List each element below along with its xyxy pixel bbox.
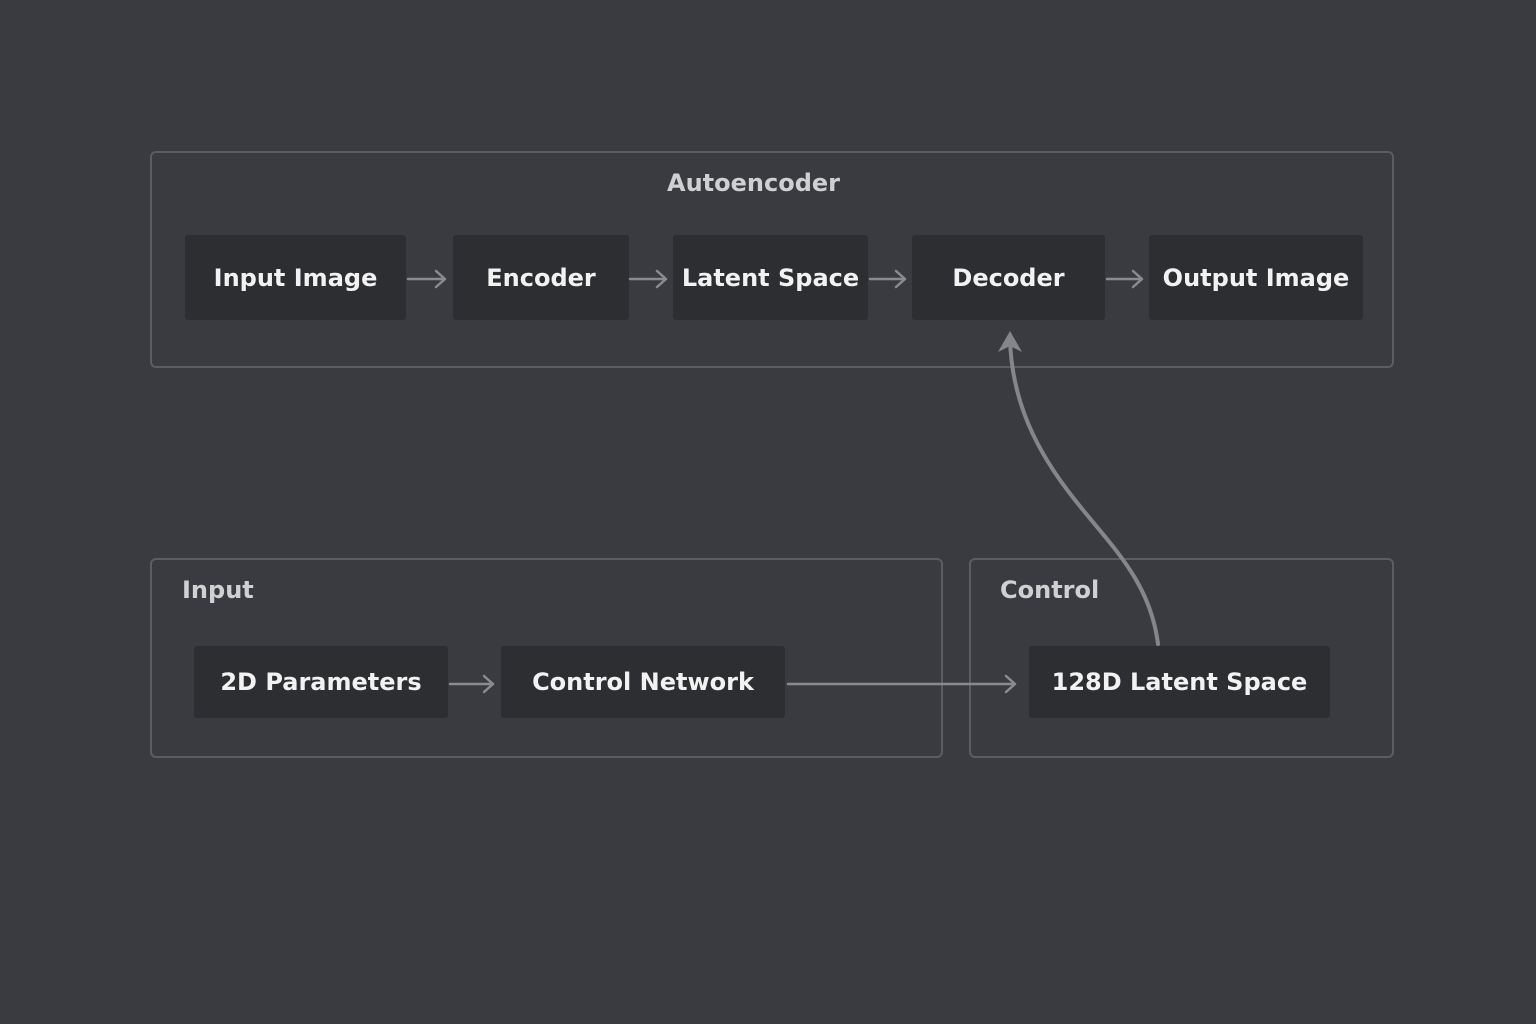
node-decoder[interactable]: Decoder [912, 235, 1105, 320]
input-group [150, 558, 943, 758]
node-2d-parameters[interactable]: 2D Parameters [194, 646, 448, 718]
arrow-latent128-to-decoder [1008, 338, 1160, 646]
arrow-params-to-network [448, 674, 495, 694]
arrow-input-to-encoder [406, 269, 447, 289]
node-control-network[interactable]: Control Network [501, 646, 785, 718]
autoencoder-title: Autoencoder [667, 169, 840, 197]
arrow-latent-to-decoder [868, 269, 907, 289]
input-title: Input [182, 576, 254, 604]
arrow-network-to-latent128 [786, 674, 1017, 694]
arrow-decoder-to-output [1105, 269, 1144, 289]
control-group [969, 558, 1394, 758]
node-input-image[interactable]: Input Image [185, 235, 406, 320]
arrowhead-to-decoder [998, 331, 1022, 352]
autoencoder-group [150, 151, 1394, 368]
control-title: Control [1000, 576, 1100, 604]
node-output-image[interactable]: Output Image [1149, 235, 1363, 320]
node-128d-latent-space[interactable]: 128D Latent Space [1029, 646, 1330, 718]
node-encoder[interactable]: Encoder [453, 235, 629, 320]
node-latent-space[interactable]: Latent Space [673, 235, 868, 320]
arrow-encoder-to-latent [628, 269, 668, 289]
